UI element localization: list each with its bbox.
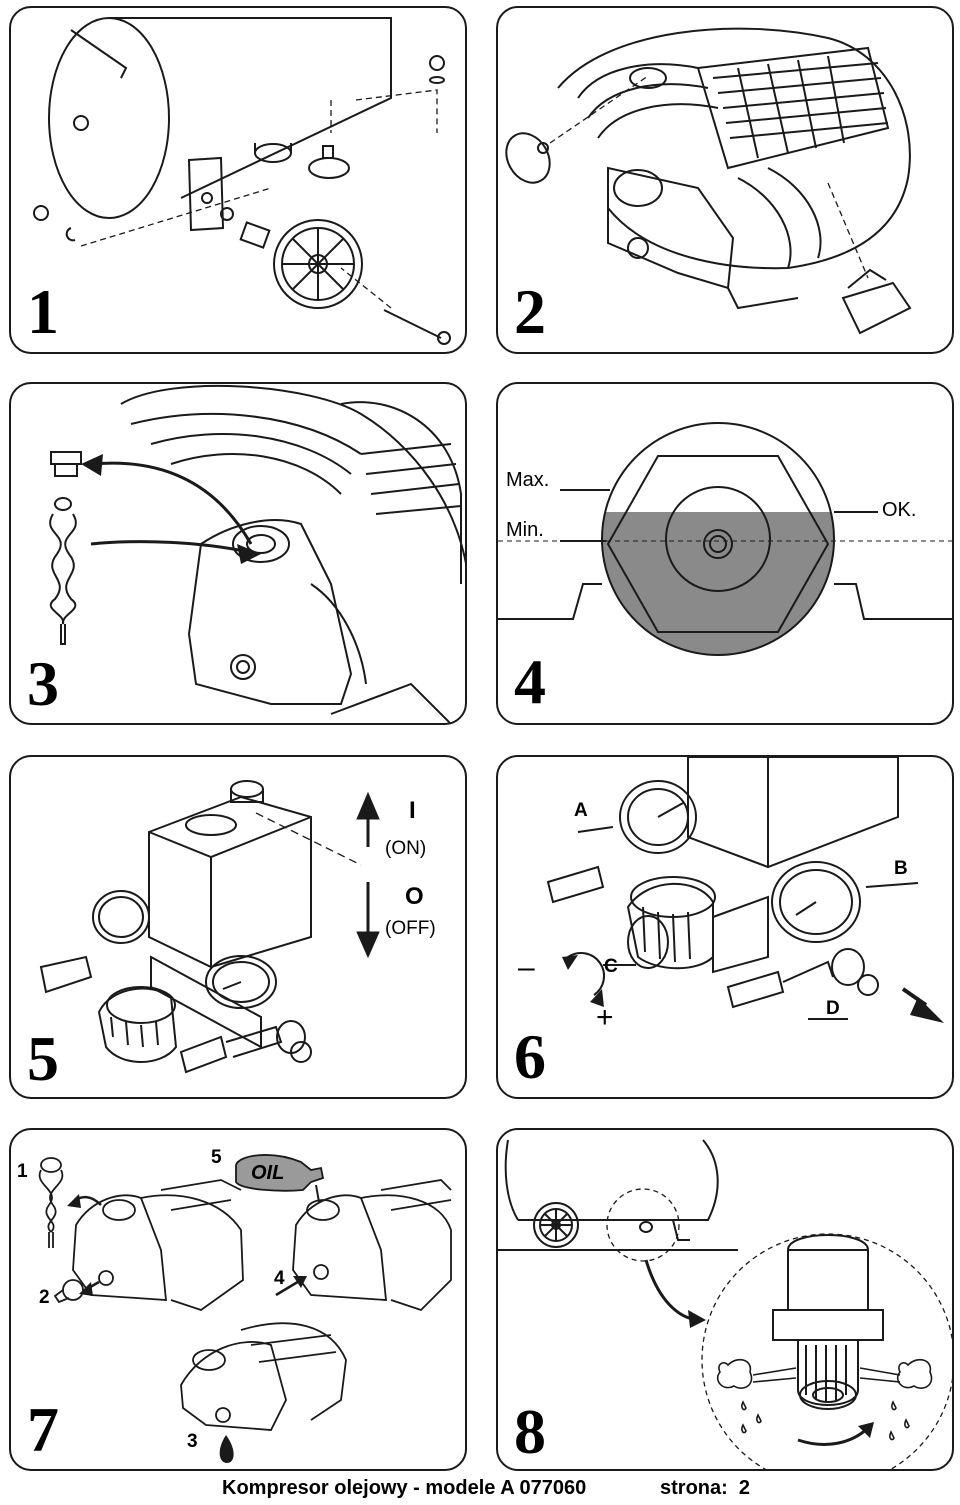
footer-page-number: strona: 2 bbox=[660, 1477, 751, 1499]
step-2-label: 2 bbox=[39, 1287, 50, 1308]
step-3-label: 3 bbox=[187, 1431, 198, 1452]
oil-bottle-label: OIL bbox=[251, 1162, 285, 1184]
panel-2: 2 bbox=[496, 6, 954, 354]
pressure-regulator-drawing bbox=[546, 757, 944, 1023]
min-level-label: Min. bbox=[506, 519, 544, 541]
off-symbol: O bbox=[405, 883, 424, 910]
plus-sign: + bbox=[596, 1001, 614, 1034]
oil-change-drawing bbox=[38, 1154, 452, 1463]
panel-6: A B C D – + 6 bbox=[496, 755, 954, 1099]
panel-7: 1 2 3 4 5 OIL 7 bbox=[9, 1128, 467, 1471]
panel-number: 4 bbox=[514, 646, 546, 717]
panel-number: 6 bbox=[514, 1021, 546, 1092]
oil-plug-replacement-drawing bbox=[49, 384, 465, 723]
on-label: (ON) bbox=[385, 838, 427, 859]
pressure-switch-drawing bbox=[39, 780, 380, 1074]
panel-number: 5 bbox=[27, 1023, 59, 1094]
panel-number: 8 bbox=[514, 1396, 546, 1467]
panel-number: 2 bbox=[514, 276, 546, 347]
panel-5: I (ON) O (OFF) 5 bbox=[9, 755, 467, 1099]
label-d: D bbox=[826, 998, 840, 1019]
step-1-label: 1 bbox=[17, 1161, 28, 1182]
panel-number: 1 bbox=[27, 276, 59, 347]
ok-level-label: OK. bbox=[882, 499, 917, 521]
pump-head-drawing bbox=[505, 27, 912, 335]
minus-sign: – bbox=[518, 951, 535, 984]
label-a: A bbox=[574, 800, 588, 821]
panel-3: 3 bbox=[9, 382, 467, 725]
tank-wheel-assembly-drawing bbox=[33, 17, 451, 345]
on-symbol: I bbox=[409, 797, 416, 824]
panel-8: 8 bbox=[496, 1128, 954, 1471]
panel-number: 7 bbox=[27, 1394, 59, 1465]
footer-title: Kompresor olejowy - modele A 077060 bbox=[222, 1477, 587, 1499]
step-5-label: 5 bbox=[211, 1147, 222, 1168]
max-level-label: Max. bbox=[506, 469, 550, 491]
off-label: (OFF) bbox=[385, 918, 436, 939]
panel-4: Max. Min. OK. 4 bbox=[496, 382, 954, 725]
label-b: B bbox=[894, 858, 908, 879]
condensate-drain-drawing bbox=[498, 1139, 952, 1469]
oil-level-sight-glass-drawing bbox=[498, 422, 952, 656]
step-4-label: 4 bbox=[274, 1268, 285, 1289]
panel-1: 1 bbox=[9, 6, 467, 354]
label-c: C bbox=[604, 956, 618, 977]
panel-number: 3 bbox=[27, 648, 59, 719]
